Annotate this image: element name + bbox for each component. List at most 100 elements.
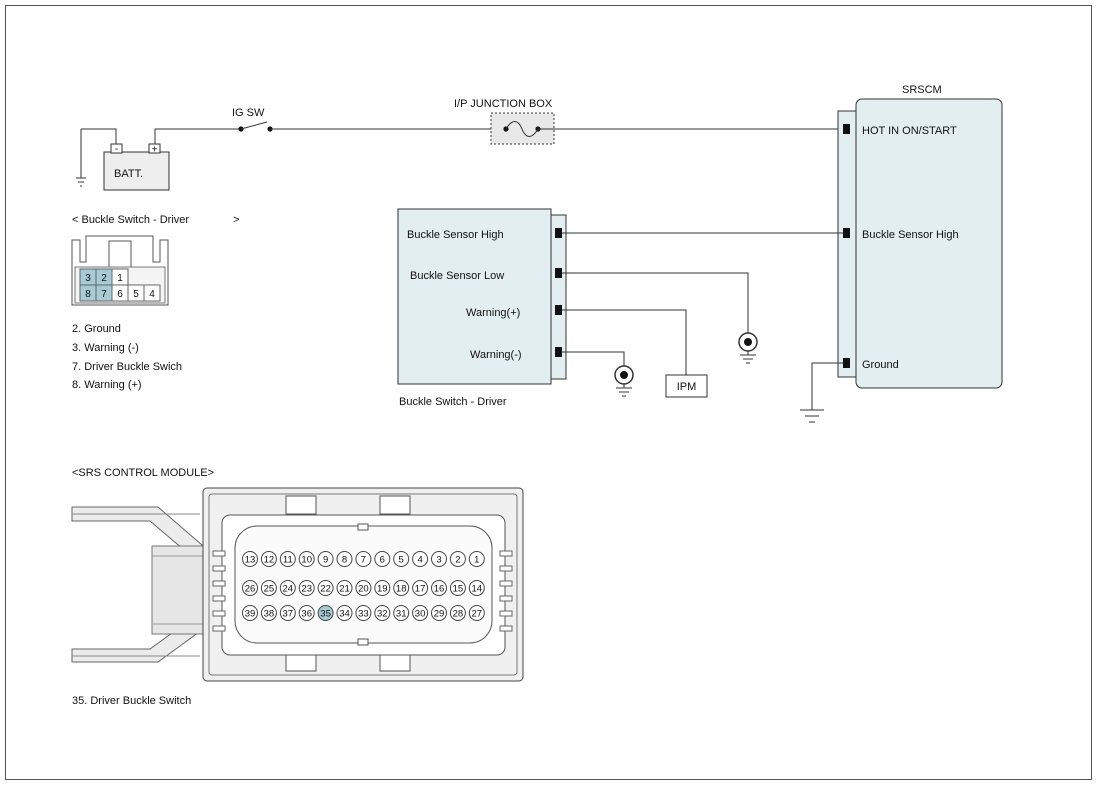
buckle-connector-title-end: > bbox=[233, 214, 239, 226]
battery-minus-sign: - bbox=[115, 144, 118, 155]
srs-pin-cell bbox=[242, 580, 258, 596]
srs-pin-number: 4 bbox=[417, 555, 422, 566]
srscm-pin-buckle-high bbox=[843, 228, 850, 238]
srs-pin-cell bbox=[336, 580, 353, 596]
srs-pin-number: 11 bbox=[283, 555, 293, 566]
srs-pin-cell bbox=[431, 580, 447, 596]
srs-pin-cell bbox=[298, 551, 315, 567]
srs-pin-cell bbox=[374, 551, 391, 567]
body-ground-icon bbox=[614, 365, 634, 397]
srs-pin-cell bbox=[336, 605, 353, 621]
srs-pin-cell bbox=[242, 605, 258, 621]
srscm-pin-label: HOT IN ON/START bbox=[862, 125, 957, 137]
srs-pin-number: 37 bbox=[283, 609, 294, 620]
buckle-pin-number: 8 bbox=[85, 289, 91, 300]
srs-pin-cell bbox=[374, 605, 391, 621]
srscm: SRSCM HOT IN ON/START Buckle Sensor High… bbox=[800, 84, 1003, 423]
buckle-module-body bbox=[397, 208, 552, 385]
srs-pin-cell bbox=[374, 580, 391, 596]
srs-pin-cell bbox=[449, 551, 466, 567]
battery-body bbox=[103, 151, 170, 191]
srs-pin-number: 5 bbox=[399, 555, 404, 566]
buckle-pin-number: 1 bbox=[117, 273, 123, 284]
srs-pin-number: 21 bbox=[339, 584, 350, 595]
srscm-pin-ground bbox=[843, 358, 850, 368]
junction-box: I/P JUNCTION BOX bbox=[454, 98, 842, 145]
srs-pin-number: 28 bbox=[453, 609, 464, 620]
srs-pin-number: 12 bbox=[264, 555, 275, 566]
srs-connector-rib bbox=[212, 595, 226, 602]
fuse-icon bbox=[505, 121, 539, 137]
battery: - + BATT. bbox=[76, 128, 240, 191]
srs-pin-number: 34 bbox=[339, 609, 350, 620]
srs-pin-number: 33 bbox=[358, 609, 369, 620]
buckle-pin-label: Warning(+) bbox=[466, 307, 520, 319]
battery-negative-wire bbox=[81, 128, 117, 145]
ig-switch-label: IG SW bbox=[232, 107, 265, 119]
srs-pin-cell bbox=[393, 551, 410, 567]
buckle-connector-note: 7. Driver Buckle Swich bbox=[72, 361, 182, 373]
srs-pin-number: 7 bbox=[361, 555, 366, 566]
srs-pin-cell bbox=[468, 580, 485, 596]
buckle-pin-number: 5 bbox=[133, 289, 139, 300]
srs-connector-bottom-lock bbox=[379, 654, 411, 672]
srs-pin-cell bbox=[260, 580, 277, 596]
junction-box-label: I/P JUNCTION BOX bbox=[454, 98, 553, 110]
srs-pin-number: 8 bbox=[342, 555, 347, 566]
wire-warning-plus bbox=[562, 309, 687, 375]
srs-connector-rib bbox=[499, 565, 513, 572]
buckle-connector-note: 2. Ground bbox=[72, 323, 121, 335]
srs-connector-rib bbox=[212, 625, 226, 632]
srs-pin-cell bbox=[242, 551, 258, 567]
srs-pin-number: 38 bbox=[264, 609, 275, 620]
srs-connector-top-lock bbox=[379, 495, 411, 515]
srs-pin-number: 6 bbox=[380, 555, 385, 566]
srs-pin-cell bbox=[449, 605, 466, 621]
srs-pin-cell bbox=[279, 605, 296, 621]
srs-pin-cell bbox=[279, 551, 296, 567]
battery-negative-terminal bbox=[110, 143, 123, 154]
srs-pin-cell bbox=[355, 605, 372, 621]
srs-pin-cell bbox=[355, 580, 372, 596]
srs-pin-cell bbox=[298, 580, 315, 596]
buckle-pin-number: 3 bbox=[85, 273, 91, 284]
srs-pin-number: 2 bbox=[455, 555, 460, 566]
buckle-connector-title: < Buckle Switch - Driver bbox=[72, 214, 189, 226]
buckle-pin-label: Warning(-) bbox=[470, 349, 522, 361]
buckle-pin-low bbox=[555, 268, 562, 278]
battery-label: BATT. bbox=[114, 168, 143, 180]
srs-pin-cell bbox=[412, 580, 429, 596]
srs-pin-number: 20 bbox=[358, 584, 369, 595]
srs-pin-number: 22 bbox=[320, 584, 331, 595]
srs-pin-cell bbox=[317, 551, 334, 567]
srs-pin-number: 19 bbox=[377, 584, 388, 595]
srs-connector-housing-inner bbox=[208, 493, 518, 676]
srs-pin-cell bbox=[355, 551, 372, 567]
diagram-frame bbox=[5, 5, 1092, 780]
srscm-title: SRSCM bbox=[902, 84, 942, 96]
buckle-pin-cell bbox=[143, 284, 161, 302]
buckle-connector-note: 8. Warning (+) bbox=[72, 379, 142, 391]
buckle-pin-warning-minus bbox=[555, 347, 562, 357]
srs-connector-top-lock bbox=[285, 495, 317, 515]
srs-connector-bottom-lock bbox=[285, 654, 317, 672]
battery-positive-terminal bbox=[148, 143, 161, 154]
buckle-pin-number: 6 bbox=[117, 289, 123, 300]
srs-pin-number: 25 bbox=[264, 584, 275, 595]
srs-pin-cell bbox=[336, 551, 353, 567]
srs-pin-cell bbox=[260, 605, 277, 621]
srs-connector-key bbox=[357, 523, 369, 531]
battery-plus-sign: + bbox=[152, 145, 158, 156]
srs-pin-cell bbox=[431, 551, 447, 567]
srs-connector-rib bbox=[212, 565, 226, 572]
srs-pin-number: 26 bbox=[245, 584, 256, 595]
srs-connector-rib bbox=[499, 610, 513, 617]
srs-connector-side-ribs bbox=[212, 550, 513, 632]
srs-pin-number: 39 bbox=[245, 609, 256, 620]
srs-pin-number: 32 bbox=[377, 609, 388, 620]
